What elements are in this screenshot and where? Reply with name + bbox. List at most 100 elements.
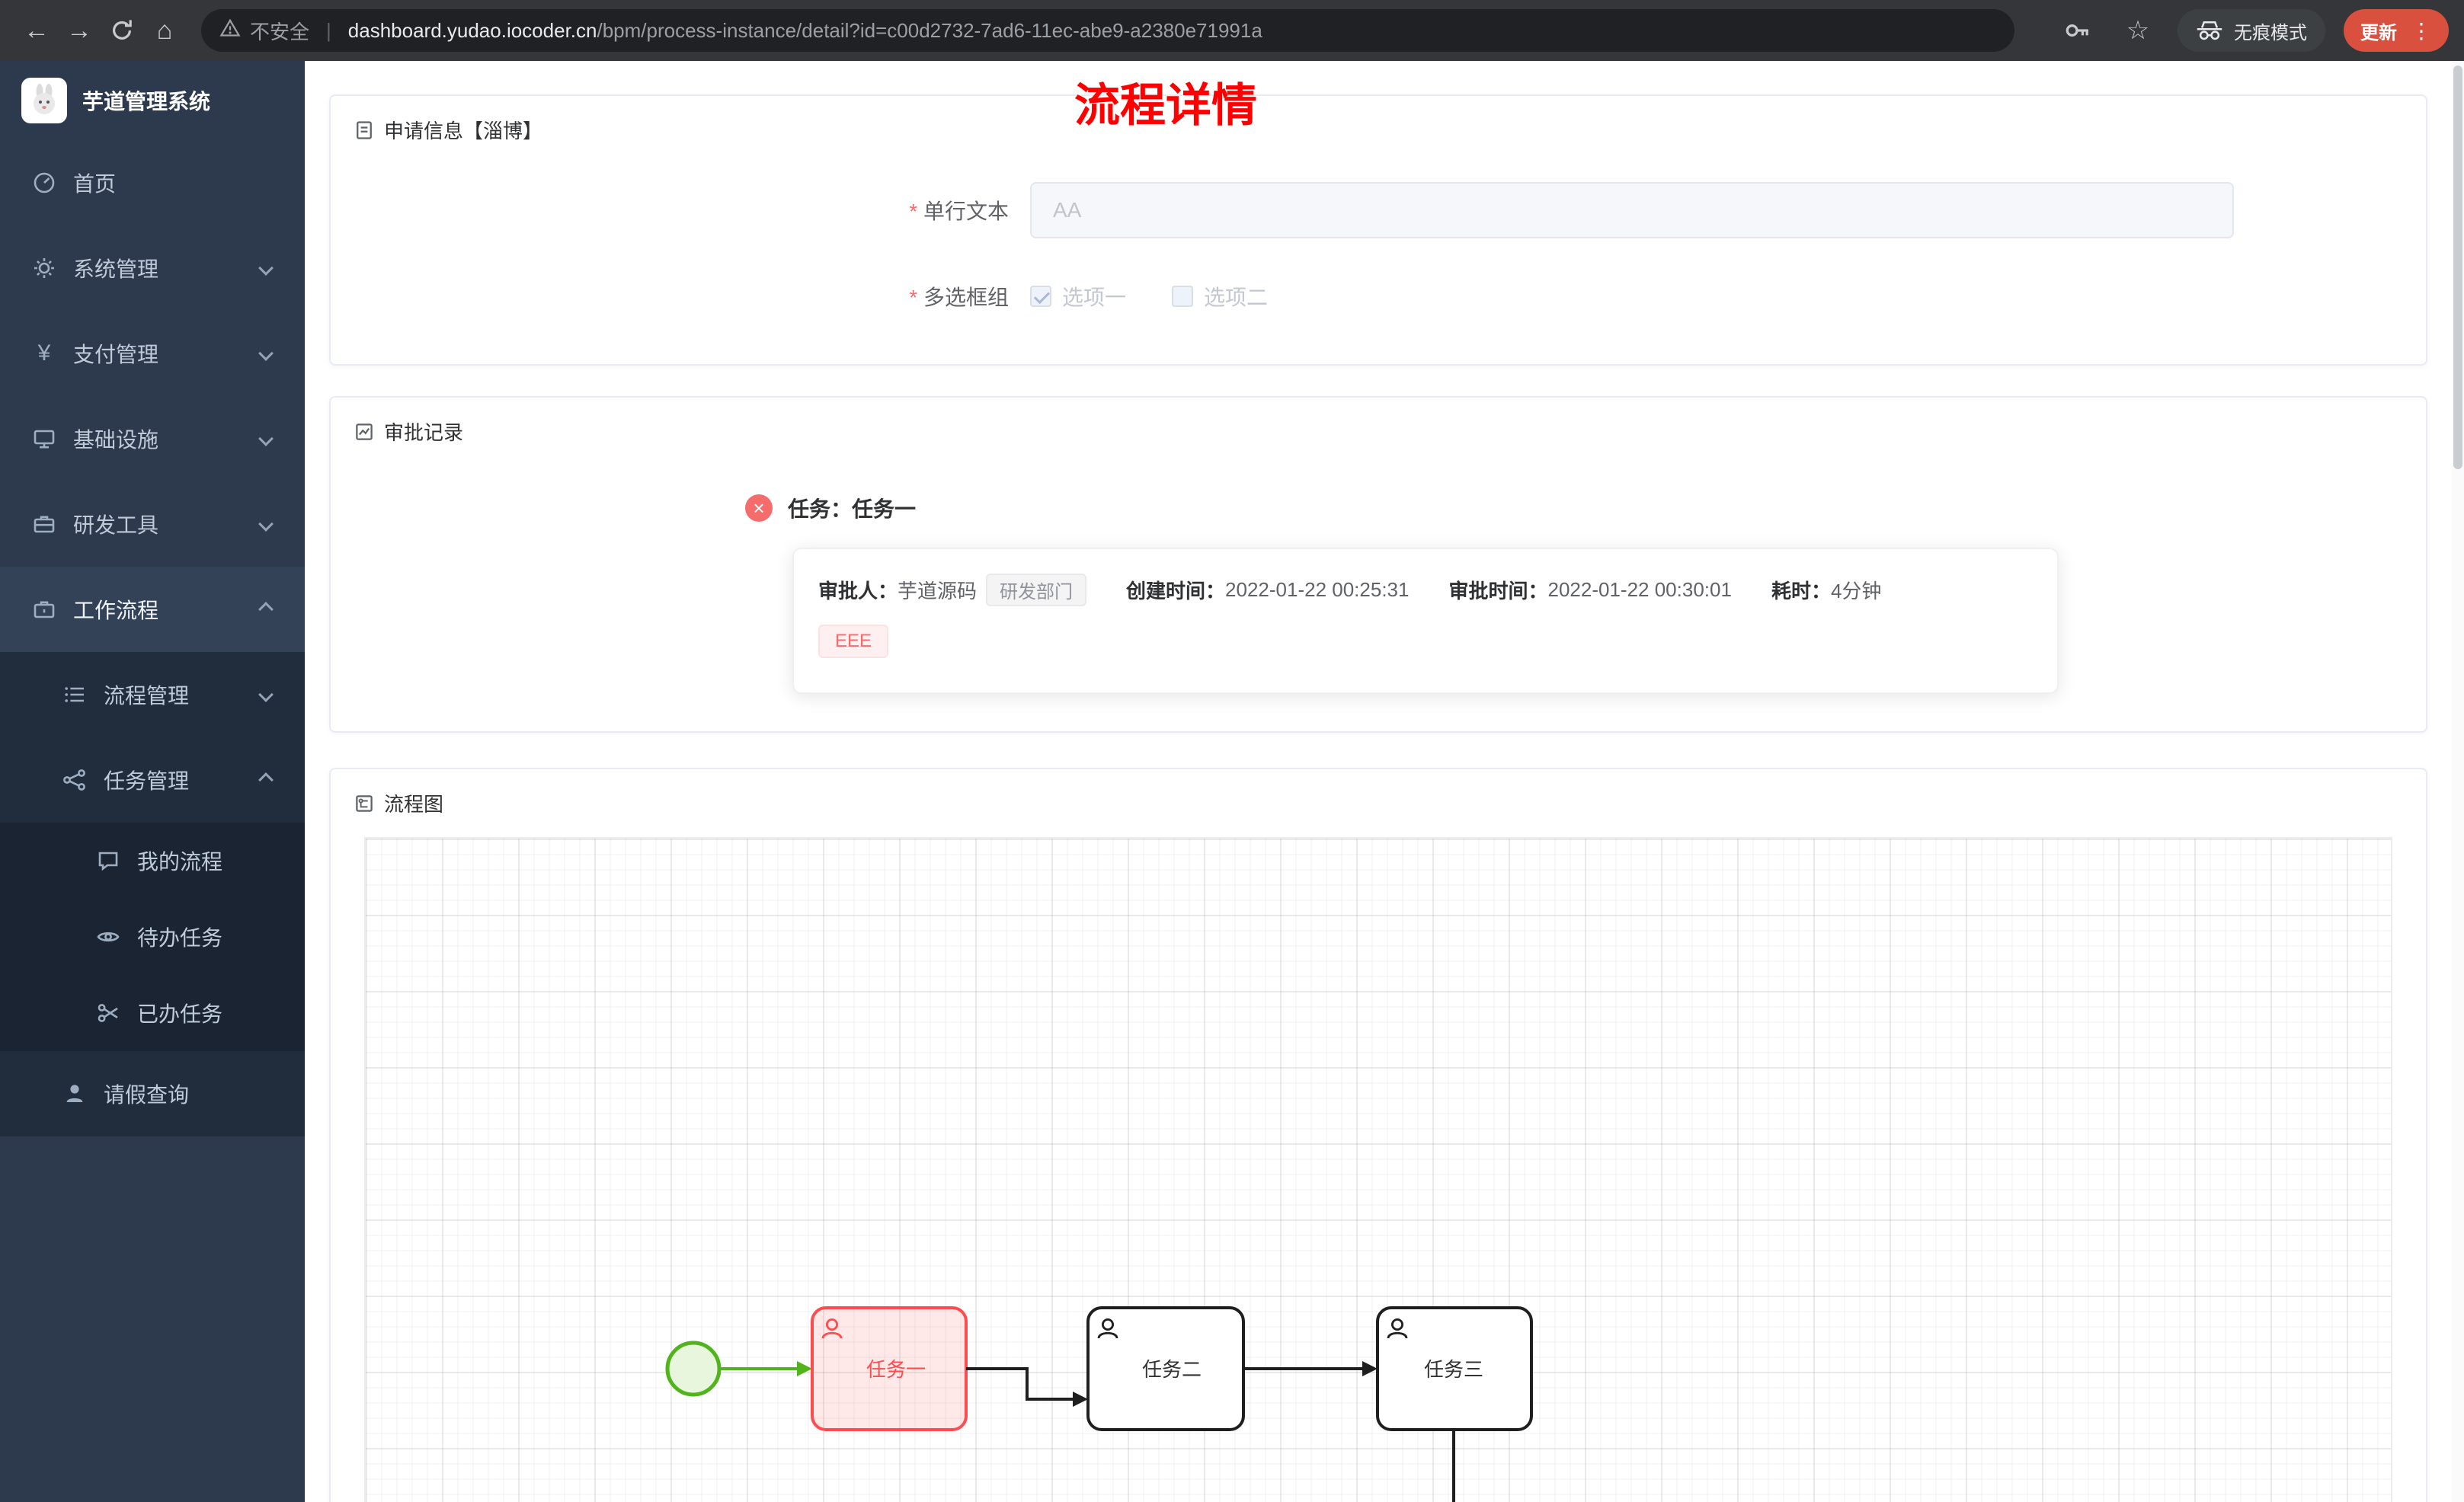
approve-time-label: 审批时间： <box>1448 580 1548 602</box>
forward-icon[interactable]: → <box>66 15 92 45</box>
user-task-icon <box>1097 1318 1118 1339</box>
checkbox-option-2[interactable]: 选项二 <box>1172 281 1268 312</box>
approve-time-value: 2022-01-22 00:30:01 <box>1547 578 1732 601</box>
menu-dots-icon[interactable]: ⋮ <box>2411 18 2432 43</box>
approval-meta: 审批人： 芋道源码 研发部门 创建时间： 2022-01-22 00:25:31… <box>818 574 2033 606</box>
app-logo-row[interactable]: 芋道管理系统 <box>0 61 305 140</box>
yen-icon: ¥ <box>37 340 51 366</box>
page-scrollbar[interactable] <box>2452 61 2464 1502</box>
process-diagram-card: 流程图 <box>329 768 2427 1502</box>
menu-label: 首页 <box>73 172 117 196</box>
sidebar-item-payment[interactable]: ¥ 支付管理 <box>0 311 305 396</box>
menu-label: 支付管理 <box>73 343 159 366</box>
key-icon[interactable] <box>2056 9 2098 52</box>
bpmn-canvas[interactable]: 任务一 任务二 <box>364 837 2392 1502</box>
bpmn-start-event[interactable] <box>665 1341 722 1397</box>
chevron-up-icon <box>258 602 274 617</box>
create-time-label: 创建时间： <box>1126 580 1226 602</box>
bpmn-task-node-1[interactable]: 任务一 <box>811 1306 968 1431</box>
menu-label: 系统管理 <box>73 257 159 281</box>
record-card-title: 审批记录 <box>384 421 464 444</box>
branch-icon <box>61 768 88 792</box>
svg-text:任务三: 任务三 <box>1424 1358 1483 1381</box>
user-task-icon <box>821 1318 843 1339</box>
sidebar-item-process-mgmt[interactable]: 流程管理 <box>0 652 305 737</box>
sidebar: 芋道管理系统 首页 系统管理 ¥ 支付管理 基础设施 <box>0 61 305 1502</box>
sidebar-menu: 首页 系统管理 ¥ 支付管理 基础设施 研发工具 <box>0 140 305 1136</box>
refresh-icon[interactable] <box>101 9 143 52</box>
incognito-badge[interactable]: 无痕模式 <box>2178 9 2325 52</box>
menu-label: 我的流程 <box>137 850 223 874</box>
menu-label: 研发工具 <box>73 513 159 537</box>
user-task-icon <box>1387 1318 1408 1339</box>
chevron-down-icon <box>258 346 274 361</box>
sidebar-item-home[interactable]: 首页 <box>0 140 305 225</box>
apply-card-title: 申请信息【淄博】 <box>384 120 543 142</box>
task-timeline-item: × 任务：任务一 <box>745 493 2426 523</box>
incognito-icon <box>2197 21 2222 40</box>
form-row-checkbox: 多选框组 选项一 选项二 <box>331 281 2426 312</box>
single-line-text-input[interactable] <box>1030 182 2234 238</box>
menu-label: 请假查询 <box>104 1083 190 1107</box>
bookmark-star-icon[interactable]: ☆ <box>2126 16 2150 45</box>
rabbit-logo-icon <box>21 78 67 123</box>
checkbox-unchecked-icon <box>1172 286 1194 307</box>
scrollbar-thumb[interactable] <box>2453 66 2462 469</box>
svg-text:任务一: 任务一 <box>866 1358 926 1381</box>
apply-info-card: 申请信息【淄博】 单行文本 多选框组 选项一 选项二 <box>329 94 2427 366</box>
sidebar-item-done-tasks[interactable]: 已办任务 <box>0 975 305 1051</box>
eye-icon <box>94 925 122 949</box>
sidebar-item-my-process[interactable]: 我的流程 <box>0 823 305 899</box>
bpmn-task-node-3[interactable]: 任务三 <box>1376 1306 1533 1431</box>
menu-label: 已办任务 <box>137 1002 223 1026</box>
dashboard-icon <box>30 171 58 195</box>
sidebar-item-workflow[interactable]: 工作流程 <box>0 567 305 652</box>
bpmn-flow-task2-task3 <box>1243 1361 1378 1376</box>
sidebar-item-infra[interactable]: 基础设施 <box>0 396 305 481</box>
incognito-label: 无痕模式 <box>2234 22 2307 43</box>
approver-label: 审批人： <box>818 580 898 602</box>
checkbox-option-1[interactable]: 选项一 <box>1030 281 1126 312</box>
approval-detail-card: 审批人： 芋道源码 研发部门 创建时间： 2022-01-22 00:25:31… <box>792 548 2059 694</box>
duration-value: 4分钟 <box>1830 580 1882 602</box>
sidebar-item-todo-tasks[interactable]: 待办任务 <box>0 899 305 975</box>
list-icon <box>61 682 88 707</box>
update-label: 更新 <box>2360 22 2397 43</box>
task-rejected-icon: × <box>745 494 773 522</box>
back-icon[interactable]: ← <box>24 15 50 45</box>
url-text: dashboard.yudao.iocoder.cn/bpm/process-i… <box>347 18 1262 42</box>
bpmn-flow-task1-task2 <box>966 1367 1088 1407</box>
record-icon <box>356 423 373 440</box>
form-row-text: 单行文本 <box>331 182 2426 238</box>
sidebar-item-system[interactable]: 系统管理 <box>0 225 305 311</box>
menu-label: 流程管理 <box>104 684 190 708</box>
home-icon[interactable]: ⌂ <box>156 15 173 45</box>
sidebar-item-task-mgmt[interactable]: 任务管理 <box>0 737 305 823</box>
app-frame: 芋道管理系统 首页 系统管理 ¥ 支付管理 基础设施 <box>0 61 2464 1502</box>
menu-label: 工作流程 <box>73 599 159 622</box>
browser-toolbar: ← → ⌂ 不安全 | dashboard.yudao.iocoder.cn/b… <box>0 0 2464 61</box>
sidebar-item-leave-query[interactable]: 请假查询 <box>0 1051 305 1136</box>
url-bar[interactable]: 不安全 | dashboard.yudao.iocoder.cn/bpm/pro… <box>201 9 2014 52</box>
page-title: 流程详情 <box>1074 80 1257 131</box>
menu-label: 任务管理 <box>104 769 190 793</box>
document-icon <box>357 120 372 139</box>
gear-icon <box>30 256 58 280</box>
chevron-down-icon <box>258 260 274 276</box>
url-separator: | <box>326 18 331 42</box>
security-label[interactable]: 不安全 <box>250 20 310 43</box>
menu-label: 基础设施 <box>73 428 159 452</box>
sidebar-item-devtools[interactable]: 研发工具 <box>0 481 305 567</box>
task-title: 任务：任务一 <box>788 497 917 521</box>
approver-name: 芋道源码 <box>898 580 978 602</box>
bpmn-task-node-2[interactable]: 任务二 <box>1086 1306 1245 1431</box>
menu-label: 待办任务 <box>137 926 223 950</box>
update-button[interactable]: 更新 ⋮ <box>2344 9 2449 52</box>
user-icon <box>61 1082 88 1106</box>
duration-label: 耗时： <box>1771 580 1831 602</box>
diagram-card-title: 流程图 <box>384 793 444 816</box>
chevron-down-icon <box>258 687 274 702</box>
scissors-icon <box>94 1001 122 1025</box>
chevron-up-icon <box>258 772 274 788</box>
checkbox-label: 选项二 <box>1204 286 1269 309</box>
